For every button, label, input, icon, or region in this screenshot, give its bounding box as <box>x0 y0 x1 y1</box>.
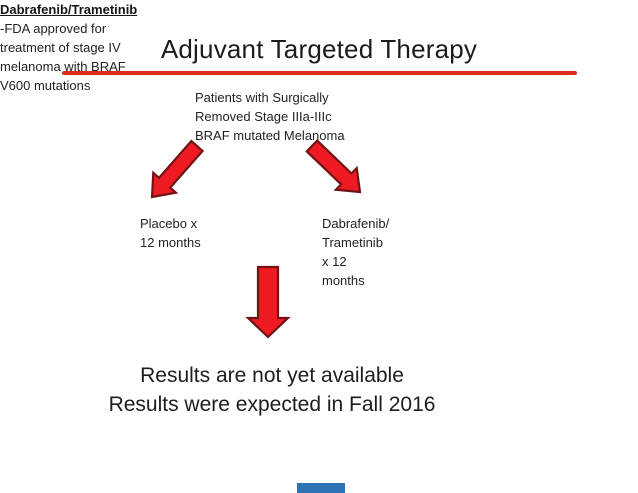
fda-note: Dabrafenib/Trametinib -FDA approved for … <box>0 0 165 95</box>
results-text: Results are not yet available Results we… <box>109 361 436 419</box>
placebo-arm-label: Placebo x 12 months <box>140 216 201 250</box>
title-underline <box>62 71 577 75</box>
dabrafenib-trametinib-arm-label: Dabrafenib/ Trametinib x 12 months <box>322 216 390 288</box>
arrow-down-right-icon <box>305 139 362 194</box>
fda-note-body: -FDA approved for treatment of stage IV … <box>0 21 126 93</box>
slide-title: Adjuvant Targeted Therapy <box>160 34 478 64</box>
results-line-2: Results were expected in Fall 2016 <box>108 393 436 416</box>
patients-population-text: Patients with Surgically Removed Stage I… <box>195 90 345 143</box>
fda-note-heading: Dabrafenib/Trametinib <box>0 2 138 17</box>
arrow-down-icon <box>245 265 291 339</box>
results-line-1: Results are not yet available <box>140 364 404 387</box>
bottom-accent-bar <box>297 483 345 493</box>
arrow-down-left-icon <box>150 139 205 199</box>
